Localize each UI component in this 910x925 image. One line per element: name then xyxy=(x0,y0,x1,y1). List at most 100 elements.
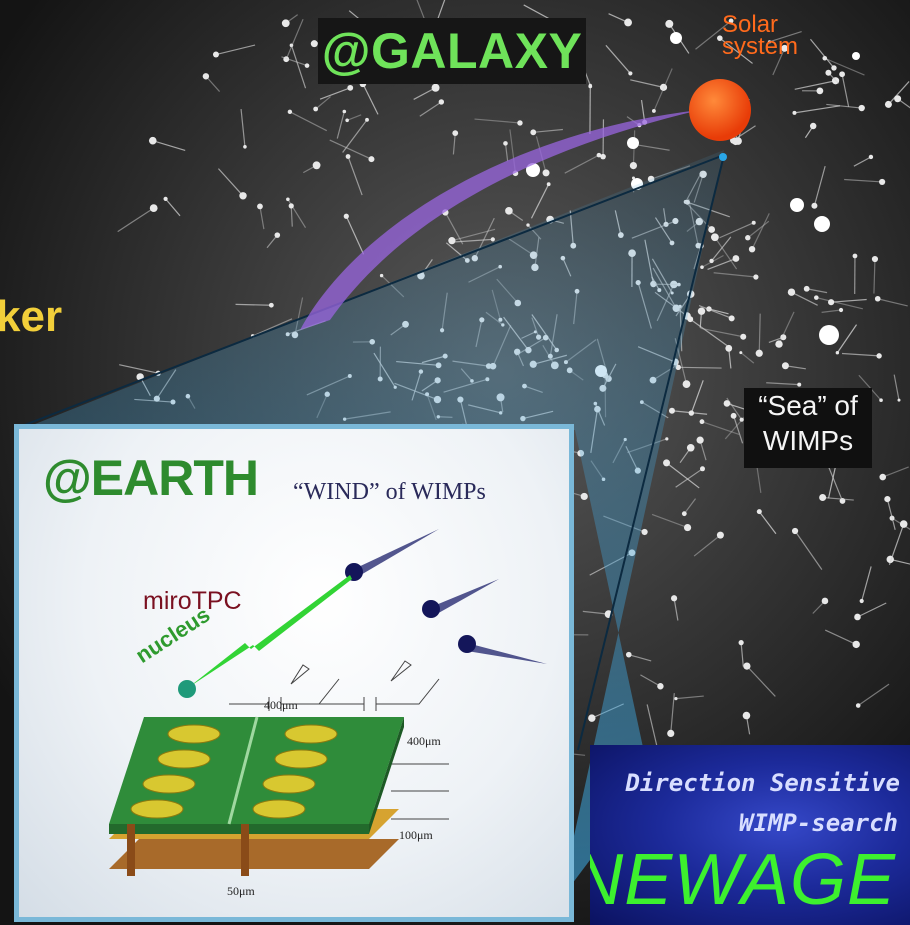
wimp-dot xyxy=(852,253,858,259)
wimp-streak xyxy=(886,498,896,530)
wimp-streak xyxy=(809,38,835,69)
cropped-title-text: ker xyxy=(0,292,63,341)
wimp-streak xyxy=(474,118,521,124)
wimp-dot xyxy=(852,640,860,649)
wimp-streak xyxy=(362,83,379,115)
wimp-streak xyxy=(319,87,351,100)
wimp-streak xyxy=(315,96,331,110)
wimp-streak xyxy=(888,523,905,565)
wimp-streak xyxy=(683,498,697,515)
wimp-dot xyxy=(697,307,706,315)
beam-edge-left xyxy=(21,154,725,427)
wimp-streak xyxy=(605,44,631,74)
wimp-dot xyxy=(675,364,681,371)
wimp-streak xyxy=(747,220,770,239)
wimp-bright-dot xyxy=(814,216,830,232)
wimp-dot xyxy=(745,235,751,241)
wimp-streak xyxy=(893,374,900,401)
wimp-dot xyxy=(148,136,157,145)
wimp-streak xyxy=(719,222,754,239)
wimp-dot xyxy=(542,169,550,177)
wimp-dot xyxy=(828,299,835,306)
wimp-dot xyxy=(858,104,865,112)
wimp-streak xyxy=(329,139,372,160)
wimp-dot xyxy=(289,43,294,48)
wimp-dot xyxy=(831,65,837,71)
wimp-dot xyxy=(821,597,829,605)
wimp-dot xyxy=(342,109,347,114)
wimp-bright-dot xyxy=(627,137,639,149)
wimp-streak xyxy=(452,133,456,155)
wimp-dot xyxy=(835,351,840,355)
wimp-dot xyxy=(682,380,691,389)
earth-dot xyxy=(719,153,727,161)
wimp-streak xyxy=(824,57,865,76)
wimp-streak xyxy=(436,0,446,22)
wimp-dot xyxy=(732,255,740,262)
wimp-dot xyxy=(819,494,827,502)
wimp-dot xyxy=(739,417,744,422)
wimp-streak xyxy=(857,683,890,707)
solar-system-line1: Solar xyxy=(722,11,779,38)
wimp-dot xyxy=(717,35,723,41)
wimp-dot xyxy=(212,51,219,58)
wimp-streak xyxy=(646,704,659,749)
wimp-dot xyxy=(884,496,891,503)
wimp-streak xyxy=(640,674,661,687)
wimp-dot xyxy=(600,153,606,160)
wimp-streak xyxy=(877,298,908,307)
newage-logo: Direction Sensitive WIMP-search NEWAGE xyxy=(590,745,910,925)
wimp-dot xyxy=(368,156,375,163)
solar-system-label: Solar system xyxy=(722,11,798,59)
wimp-dot xyxy=(775,340,783,348)
wimp-dot xyxy=(814,295,819,300)
wimp-dot xyxy=(286,197,290,202)
detector-diagram: 400μm 400μm 100μm 50μm xyxy=(109,529,547,898)
wimp-dot xyxy=(288,203,294,209)
wimp-dot xyxy=(699,466,705,472)
wimp-dot xyxy=(781,44,789,52)
wimp-dot xyxy=(588,714,596,722)
wimp-dot xyxy=(257,203,263,210)
wimp-streak xyxy=(215,44,256,56)
wimp-dot xyxy=(738,640,744,646)
wimp-streak xyxy=(740,352,755,364)
wimp-streak xyxy=(719,37,753,64)
wimp-streak xyxy=(504,143,509,162)
wimp-streak xyxy=(678,366,722,369)
wimp-dot xyxy=(448,237,456,245)
wimp-streak xyxy=(675,468,703,488)
wimp-dot xyxy=(625,651,632,658)
wimp-dot xyxy=(879,398,883,403)
wimp-streak xyxy=(152,140,186,152)
wimp-dot xyxy=(345,118,349,123)
wimp-dot xyxy=(588,84,593,89)
wimp-streak xyxy=(714,236,738,270)
wimp-streak xyxy=(746,665,776,697)
wimp-dot xyxy=(683,523,692,532)
wimp-streak xyxy=(444,212,464,245)
wind-of-wimps-label: “WIND” of WIMPs xyxy=(293,479,486,505)
wimp-dot xyxy=(781,362,789,370)
wimp-dot xyxy=(503,141,508,146)
wimp-dot xyxy=(438,99,445,105)
wimp-streak xyxy=(690,380,704,414)
wimp-dot xyxy=(239,192,247,200)
wimp-dot xyxy=(780,334,787,341)
wimp-dot xyxy=(163,196,168,201)
wimp-streak xyxy=(769,31,802,43)
wimp-dot xyxy=(243,144,247,149)
wimp-streak xyxy=(816,297,863,310)
wimp-dot xyxy=(659,83,668,91)
earth-title: @EARTH xyxy=(43,450,259,506)
wimp-dot xyxy=(751,220,756,225)
wimp-streak xyxy=(533,128,563,133)
wimp-dot xyxy=(202,73,210,80)
wimp-dot xyxy=(651,109,656,113)
wimp-streak xyxy=(259,206,265,230)
wimp-dot xyxy=(716,531,724,539)
wimp-dot xyxy=(665,19,674,28)
wimp-streak xyxy=(882,466,909,478)
wimp-streak xyxy=(758,511,777,535)
wimp-dot xyxy=(811,202,818,209)
